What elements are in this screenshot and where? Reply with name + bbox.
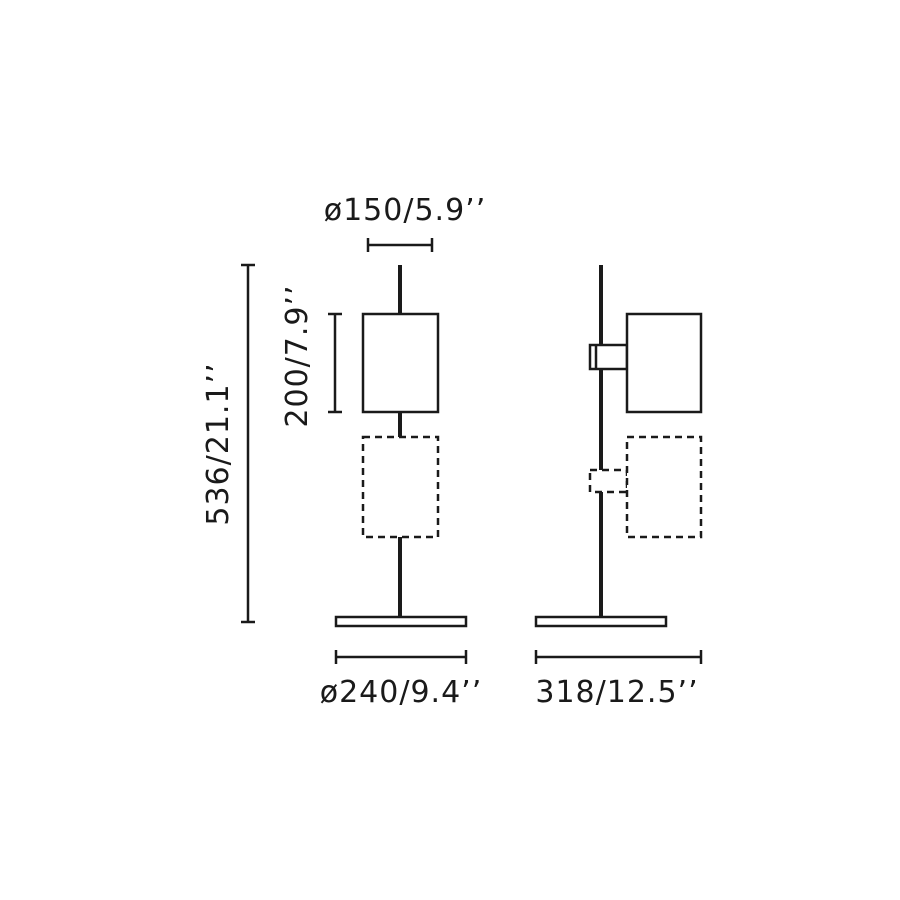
front-base	[334, 615, 468, 628]
dim-line-total-height	[241, 263, 255, 624]
side-shade-upper	[625, 312, 703, 414]
dim-line-total-depth	[534, 650, 703, 664]
front-view	[334, 265, 468, 628]
label-base-diameter: ø240/9.4’’	[320, 675, 483, 710]
front-shade-lower-dashed	[361, 435, 440, 539]
dim-line-shade-height	[328, 312, 342, 414]
side-base	[534, 615, 668, 628]
label-shade-height: 200/7.9’’	[280, 284, 315, 427]
side-view	[534, 265, 703, 628]
dim-line-base-diameter	[334, 650, 468, 664]
label-total-height: 536/21.1’’	[201, 362, 236, 525]
side-clamp-lower-dashed	[588, 468, 629, 494]
front-shade-upper	[361, 312, 440, 414]
side-shade-lower-dashed	[625, 435, 703, 539]
dim-line-shade-diameter	[366, 238, 434, 252]
label-shade-diameter: ø150/5.9’’	[324, 193, 487, 228]
label-total-depth: 318/12.5’’	[535, 675, 698, 710]
